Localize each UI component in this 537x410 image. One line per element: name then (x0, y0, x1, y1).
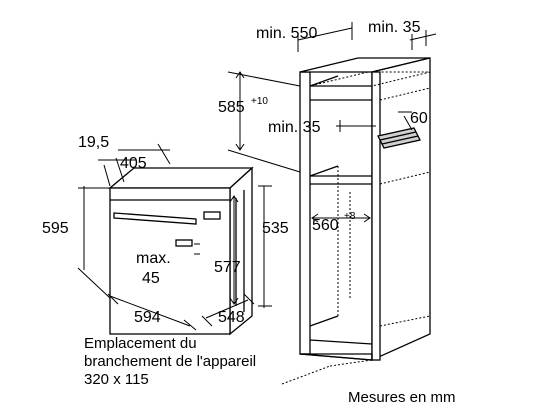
note-connection-line2: branchement de l'appareil (84, 353, 256, 370)
dim-body-height: 535 (262, 220, 289, 237)
dim-vent-label: min. 35 (268, 119, 321, 136)
cabinet-right-side (371, 57, 431, 362)
dim-min-width: min. 550 (256, 25, 317, 42)
niche-outline (309, 71, 431, 327)
dim-niche-height-tol: +10 (251, 96, 268, 107)
oven-handle (113, 212, 197, 225)
dim-inner-height: 577 (214, 259, 241, 276)
dim-max-value: 45 (142, 270, 160, 287)
dim-top-depth: 405 (120, 155, 147, 172)
oven-dimension-lines (77, 143, 272, 331)
note-connection-line1: Emplacement du (84, 335, 197, 352)
dim-depth-offset: 19,5 (78, 134, 109, 151)
oven-drawing (108, 166, 254, 336)
cabinet-left-panel (299, 71, 311, 355)
connection-leader (281, 359, 373, 385)
oven-foot (175, 239, 193, 247)
dim-min-depth: min. 35 (368, 19, 421, 36)
dim-width: 594 (134, 309, 161, 326)
cabinet-dimension-lines (227, 22, 437, 223)
note-connection-line3: 320 x 115 (84, 371, 149, 388)
note-units: Mesures en mm (348, 389, 456, 406)
cabinet-drawing (299, 57, 431, 362)
dim-height: 595 (42, 220, 69, 237)
oven-control (203, 211, 221, 220)
dim-max-label: max. (136, 250, 171, 267)
dim-depth: 548 (218, 309, 245, 326)
dim-vent-value: 60 (410, 110, 428, 127)
dim-niche-width-tol: +8 (344, 211, 356, 222)
dim-niche-height: 585 (218, 99, 245, 116)
dim-niche-width: 560 (312, 217, 339, 234)
